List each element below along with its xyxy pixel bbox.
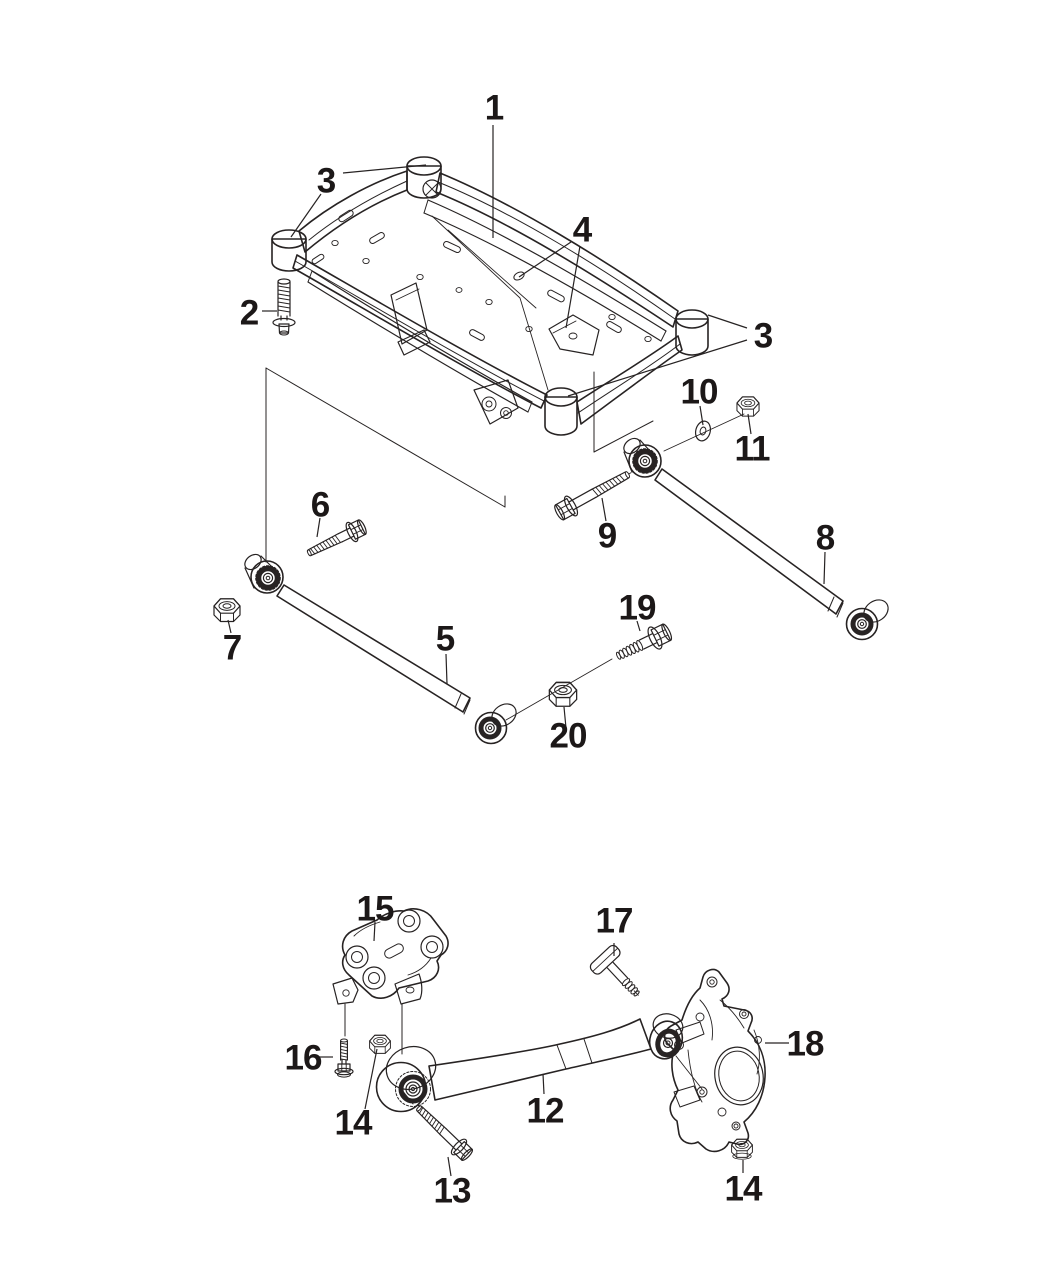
body-mount-bushing-left <box>271 229 307 272</box>
zone-marker-right <box>593 371 654 453</box>
leader-line-3 <box>342 164 427 174</box>
callout-12: 12 <box>527 1092 564 1131</box>
callout-1: 1 <box>485 89 504 128</box>
callout-17: 17 <box>596 902 633 941</box>
zone-marker-left <box>265 367 506 563</box>
lateral-link-front <box>244 553 613 745</box>
leader-line-19 <box>636 620 641 632</box>
knuckle <box>663 968 766 1153</box>
arm-to-knuckle-bolt-17 <box>589 944 640 997</box>
bracket-bolt-16 <box>334 1038 354 1078</box>
leader-line-15 <box>373 921 376 942</box>
leader-line-13 <box>447 1156 452 1177</box>
link-nut-11 <box>736 396 760 417</box>
flange-nut-14-right <box>731 1138 753 1160</box>
callout-2: 2 <box>240 294 259 333</box>
body-mount-bushing-right <box>675 309 709 356</box>
callout-20: 20 <box>550 717 587 756</box>
trailing-arm <box>375 1013 703 1113</box>
link-bolt-6 <box>306 519 367 557</box>
link-nut-20 <box>548 681 578 707</box>
callout-5: 5 <box>436 620 455 659</box>
callout-13: 13 <box>434 1172 471 1211</box>
leader-line-8 <box>823 551 826 585</box>
leader-line-11 <box>747 413 752 435</box>
body-mount-bushing-top <box>406 156 442 199</box>
leader-line-4 <box>565 245 581 329</box>
leader-line-5 <box>445 653 448 685</box>
callout-11: 11 <box>735 430 771 469</box>
callout-3: 3 <box>317 162 336 201</box>
mount-bolt-2 <box>272 278 296 336</box>
callout-10: 10 <box>681 373 718 412</box>
callout-8: 8 <box>816 519 835 558</box>
leader-line-3 <box>567 339 748 397</box>
callout-19: 19 <box>619 589 656 628</box>
body-mount-bushing-bottom <box>544 387 578 436</box>
callout-7: 7 <box>223 629 241 668</box>
trailing-arm-bolt-13 <box>416 1105 474 1161</box>
flange-nut-14-left <box>369 1034 391 1054</box>
leader-line-6 <box>316 517 321 538</box>
leader-line-3 <box>290 193 322 238</box>
callout-16: 16 <box>285 1039 322 1078</box>
link-bolt-9 <box>554 471 632 521</box>
crossmember-slots <box>311 209 622 341</box>
crossmember-holes <box>331 239 652 343</box>
leader-line-20 <box>563 706 567 729</box>
leader-line-9 <box>601 497 607 522</box>
leader-line-7 <box>227 619 232 634</box>
callout-14: 14 <box>725 1170 763 1209</box>
callout-18: 18 <box>787 1025 824 1064</box>
link-bolt-19 <box>615 623 673 660</box>
leader-line-3 <box>707 314 748 329</box>
callout-9: 9 <box>598 517 617 556</box>
crossmember-subframe <box>271 156 709 436</box>
callout-14: 14 <box>335 1104 373 1143</box>
trailing-arm-bracket <box>332 908 449 1055</box>
callout-6: 6 <box>311 486 330 525</box>
callout-3: 3 <box>754 317 773 356</box>
callout-15: 15 <box>357 890 394 929</box>
leader-line-4 <box>518 241 572 278</box>
link-nut-7 <box>213 598 241 623</box>
callout-4: 4 <box>573 211 593 250</box>
leader-line-14 <box>364 1048 378 1110</box>
leader-line-10 <box>699 405 704 426</box>
washer-10 <box>694 420 712 442</box>
lateral-link-rear <box>623 413 889 641</box>
leader-line-12 <box>542 1073 545 1095</box>
